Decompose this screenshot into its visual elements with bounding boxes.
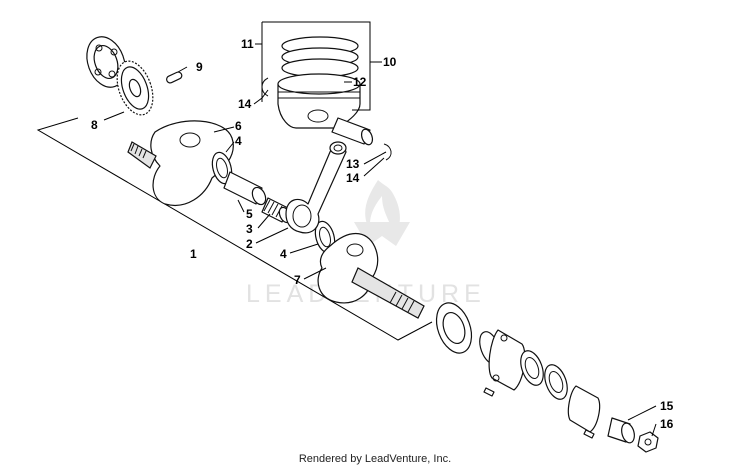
callout-5: 5	[246, 207, 253, 221]
callout-9: 9	[196, 60, 203, 74]
callout-11: 11	[241, 37, 254, 51]
callout-6: 6	[235, 119, 242, 133]
nut	[637, 431, 659, 453]
callout-3: 3	[246, 222, 253, 236]
footer-credit: Rendered by LeadVenture, Inc.	[298, 453, 452, 465]
crank-half-right	[317, 232, 425, 319]
callout-4-lower: 4	[280, 247, 287, 261]
leader-lines	[103, 21, 657, 437]
callout-7: 7	[294, 273, 301, 287]
callout-12: 12	[353, 75, 367, 89]
circlip-right	[383, 143, 392, 161]
callout-4-upper: 4	[235, 134, 242, 148]
callout-1: 1	[190, 247, 197, 261]
bearing-left	[86, 36, 126, 88]
callout-13: 13	[346, 157, 360, 171]
connecting-rod	[285, 141, 347, 234]
piston	[277, 73, 361, 129]
oil-seal-2	[544, 364, 568, 400]
callout-2: 2	[246, 237, 253, 251]
piston-pin	[331, 117, 374, 146]
callout-8: 8	[91, 118, 98, 132]
callout-15: 15	[660, 399, 674, 413]
piston-rings	[281, 36, 359, 78]
timing-gear	[116, 60, 154, 116]
callout-10: 10	[383, 55, 397, 69]
bushing	[607, 417, 635, 444]
bracket-line	[36, 117, 433, 341]
crank-pin	[223, 171, 267, 206]
mount-screws	[483, 387, 595, 439]
woodruff-key	[166, 71, 183, 84]
bearing-right	[435, 302, 473, 354]
callout-14-upper: 14	[238, 97, 252, 111]
retainer-plate-2	[567, 385, 601, 433]
callout-16: 16	[660, 417, 674, 431]
callout-labels: 11 10 12 9 14 8 6 4 13 14 5 3 2 4 1 7 15…	[91, 37, 674, 431]
retainer-plate-1	[488, 329, 526, 391]
crank-half-left	[127, 120, 234, 206]
oil-seal-1	[520, 350, 544, 386]
callout-14-lower: 14	[346, 171, 360, 185]
